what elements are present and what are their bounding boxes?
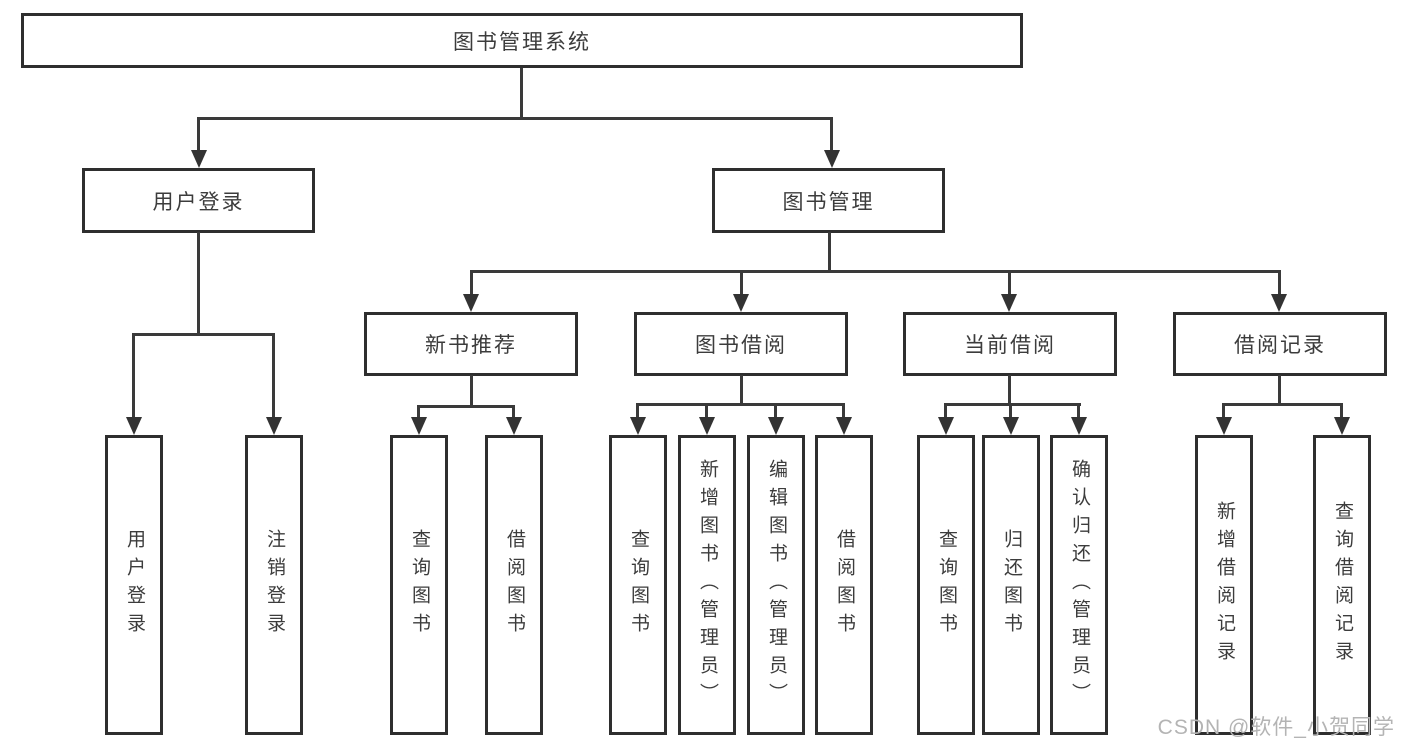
arrow-down-icon — [126, 417, 142, 435]
node-label: 借阅图书 — [503, 529, 525, 641]
arrow-down-icon — [938, 417, 954, 435]
connector-line — [944, 403, 947, 421]
node-book-management: 图书管理 — [712, 168, 945, 233]
connector-line — [470, 270, 1281, 273]
node-label: 用户登录 — [123, 529, 145, 641]
node-label: 新增借阅记录 — [1213, 501, 1235, 669]
leaf-query-books-borrowing: 查询图书 — [609, 435, 667, 735]
node-book-borrowing: 图书借阅 — [634, 312, 848, 376]
node-label: 查询图书 — [935, 529, 957, 641]
connector-line — [132, 333, 275, 336]
node-label: 查询借阅记录 — [1331, 501, 1353, 669]
connector-line — [417, 405, 420, 421]
connector-line — [828, 232, 831, 273]
connector-line — [470, 270, 473, 298]
node-label: 新增图书（管理员） — [696, 459, 718, 711]
arrow-down-icon — [191, 150, 207, 168]
connector-line — [1077, 403, 1080, 421]
connector-line — [1008, 375, 1011, 406]
connector-line — [705, 403, 708, 421]
connector-line — [830, 117, 833, 153]
node-label: 借阅记录 — [1234, 334, 1326, 357]
node-label: 当前借阅 — [964, 334, 1056, 357]
connector-line — [520, 68, 523, 118]
arrow-down-icon — [733, 294, 749, 312]
node-label: 查询图书 — [627, 529, 649, 641]
leaf-confirm-return-admin: 确认归还（管理员） — [1050, 435, 1108, 735]
node-label: 新书推荐 — [425, 334, 517, 357]
connector-line — [197, 232, 200, 335]
arrow-down-icon — [266, 417, 282, 435]
leaf-logout: 注销登录 — [245, 435, 303, 735]
connector-line — [197, 117, 200, 153]
arrow-down-icon — [506, 417, 522, 435]
arrow-down-icon — [1334, 417, 1350, 435]
connector-line — [1222, 403, 1343, 406]
connector-line — [512, 405, 515, 421]
csdn-watermark: CSDN @软件_小贺同学 — [1157, 716, 1395, 739]
connector-line — [774, 403, 777, 421]
node-new-book-recommendation: 新书推荐 — [364, 312, 578, 376]
node-current-borrowing: 当前借阅 — [903, 312, 1117, 376]
connector-line — [1009, 403, 1012, 421]
connector-line — [1278, 270, 1281, 298]
node-label: 归还图书 — [1000, 529, 1022, 641]
node-label: 编辑图书（管理员） — [765, 459, 787, 711]
arrow-down-icon — [836, 417, 852, 435]
connector-line — [272, 333, 275, 419]
connector-line — [636, 403, 639, 421]
arrow-down-icon — [1216, 417, 1232, 435]
node-label: 用户登录 — [152, 190, 245, 214]
connector-line — [740, 375, 743, 406]
leaf-borrow-books-borrowing: 借阅图书 — [815, 435, 873, 735]
leaf-add-book-admin: 新增图书（管理员） — [678, 435, 736, 735]
node-library-management-system: 图书管理系统 — [21, 13, 1023, 68]
arrow-down-icon — [1003, 417, 1019, 435]
connector-line — [842, 403, 845, 421]
arrow-down-icon — [824, 150, 840, 168]
connector-line — [470, 375, 473, 408]
leaf-query-borrow-record: 查询借阅记录 — [1313, 435, 1371, 735]
arrow-down-icon — [630, 417, 646, 435]
node-borrowing-records: 借阅记录 — [1173, 312, 1387, 376]
arrow-down-icon — [411, 417, 427, 435]
leaf-query-books-recommend: 查询图书 — [390, 435, 448, 735]
connector-line — [740, 270, 743, 298]
connector-line — [197, 117, 833, 120]
connector-line — [132, 333, 135, 419]
leaf-return-book: 归还图书 — [982, 435, 1040, 735]
leaf-edit-book-admin: 编辑图书（管理员） — [747, 435, 805, 735]
leaf-query-books-current: 查询图书 — [917, 435, 975, 735]
leaf-borrow-books-recommend: 借阅图书 — [485, 435, 543, 735]
node-label: 查询图书 — [408, 529, 430, 641]
node-label: 借阅图书 — [833, 529, 855, 641]
node-label: 注销登录 — [263, 529, 285, 641]
arrow-down-icon — [768, 417, 784, 435]
connector-line — [417, 405, 515, 408]
node-label: 图书借阅 — [695, 334, 787, 357]
arrow-down-icon — [699, 417, 715, 435]
leaf-add-borrow-record: 新增借阅记录 — [1195, 435, 1253, 735]
node-user-login: 用户登录 — [82, 168, 315, 233]
arrow-down-icon — [1071, 417, 1087, 435]
connector-line — [636, 403, 845, 406]
node-label: 图书管理系统 — [453, 30, 591, 54]
arrow-down-icon — [1271, 294, 1287, 312]
connector-line — [1340, 403, 1343, 421]
node-label: 图书管理 — [782, 190, 875, 214]
connector-line — [944, 403, 1081, 406]
connector-line — [1008, 270, 1011, 298]
leaf-user-login: 用户登录 — [105, 435, 163, 735]
node-label: 确认归还（管理员） — [1068, 459, 1090, 711]
connector-line — [1278, 375, 1281, 406]
arrow-down-icon — [1001, 294, 1017, 312]
connector-line — [1222, 403, 1225, 421]
arrow-down-icon — [463, 294, 479, 312]
